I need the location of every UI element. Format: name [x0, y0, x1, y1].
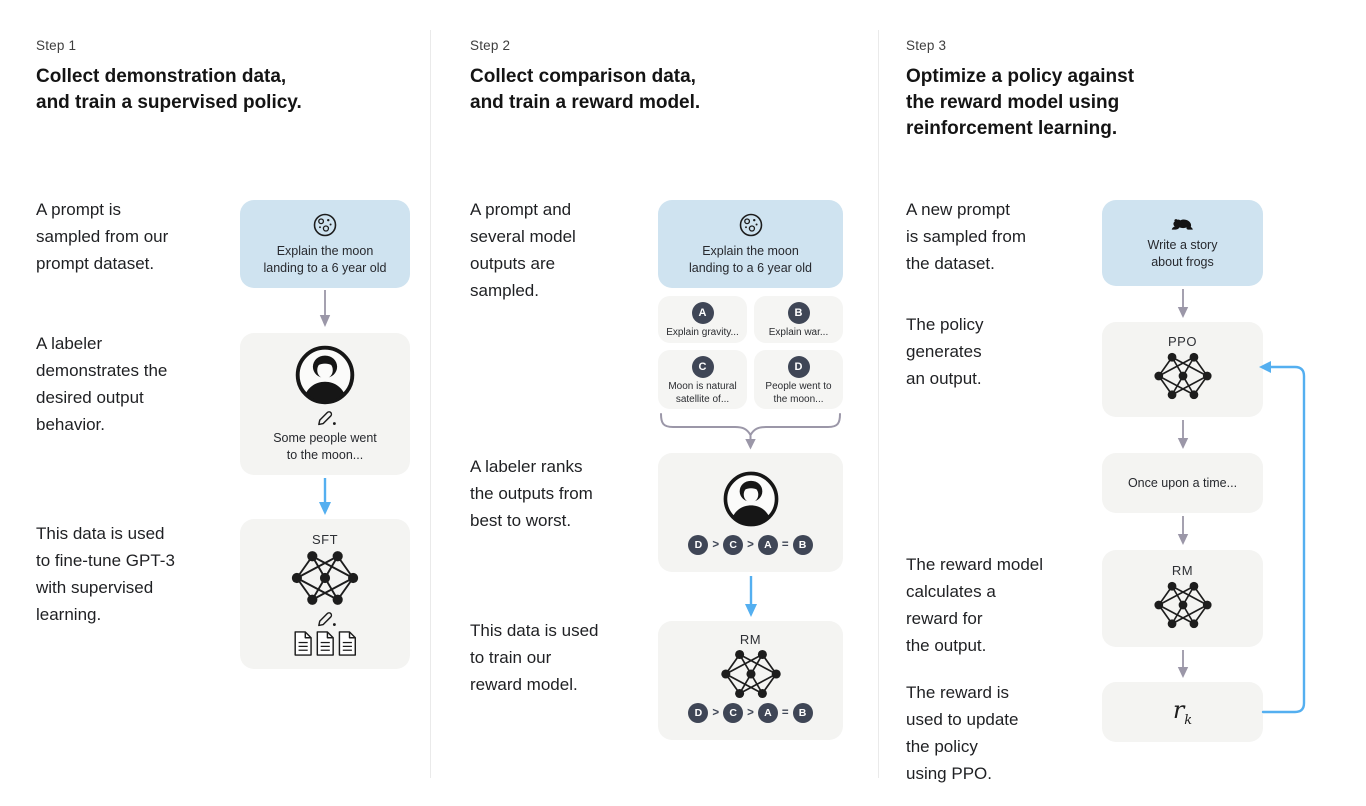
neural-network-icon — [1152, 351, 1214, 401]
step1-demonstration-text: Some people went to the moon... — [273, 431, 377, 462]
step3-reward-box: rk — [1102, 682, 1263, 742]
step3-label: Step 3 — [906, 38, 947, 53]
step2-paragraph-3: This data is used to train our reward mo… — [470, 621, 599, 694]
badge-d: D — [787, 356, 810, 378]
badge-a: A — [691, 302, 714, 324]
feedback-loop-arrow — [1259, 361, 1306, 714]
down-arrow-blue — [745, 576, 757, 617]
reward-value: rk — [1172, 696, 1193, 728]
step2-prompt-text: Explain the moon landing to a 6 year old — [688, 243, 812, 275]
rank-operator: > — [712, 707, 720, 719]
step3-ppo-box: PPO — [1102, 322, 1263, 417]
step3-paragraph-4: The reward is used to update the policy … — [906, 683, 1019, 783]
neural-network-icon — [718, 648, 784, 700]
neural-network-icon — [289, 549, 361, 607]
step3-paragraph-1: A new prompt is sampled from the dataset… — [906, 200, 1026, 273]
step3-prompt-box: Write a story about frogs — [1102, 200, 1263, 286]
step1-paragraph-3: This data is used to fine-tune GPT-3 wit… — [36, 524, 175, 624]
ranking-row: D > C > A = B — [688, 535, 813, 555]
pencil-icon — [315, 610, 336, 627]
step3-output-text: Once upon a time... — [1127, 475, 1238, 490]
rank-badge: A — [757, 535, 778, 555]
moon-icon — [312, 212, 338, 238]
step3-paragraph-3: The reward model calculates a reward for… — [906, 555, 1044, 655]
step2-title: Collect comparison data, and train a rew… — [470, 66, 701, 113]
down-arrow-gray — [1177, 420, 1189, 449]
rank-operator: > — [712, 539, 720, 551]
step2-rm-box: RM D > C > A = B — [658, 621, 843, 740]
step1-sft-box: SFT — [240, 519, 410, 669]
frog-icon — [1171, 216, 1195, 231]
column-divider — [878, 30, 879, 778]
step2-prompt-box: Explain the moon landing to a 6 year old — [658, 200, 843, 288]
step3-rm-box: RM — [1102, 550, 1263, 647]
labeler-avatar-icon — [294, 344, 356, 406]
rank-badge: C — [723, 703, 744, 723]
labeler-avatar-icon — [722, 470, 780, 528]
rank-badge: C — [723, 535, 744, 555]
down-arrow-gray — [1177, 289, 1189, 318]
rank-badge: D — [688, 703, 709, 723]
step1-label: Step 1 — [36, 38, 77, 53]
step3-paragraph-2: The policy generates an output. — [906, 315, 984, 388]
brace-arrow — [660, 413, 841, 450]
step2-paragraph-2: A labeler ranks the outputs from best to… — [470, 457, 593, 530]
step1-paragraph-1: A prompt is sampled from our prompt data… — [36, 200, 169, 273]
output-card-c: C Moon is natural satellite of... — [658, 350, 747, 409]
rank-badge: D — [688, 535, 709, 555]
rank-operator: > — [747, 707, 754, 719]
pencil-icon — [315, 409, 336, 426]
step1-prompt-box: Explain the moon landing to a 6 year old — [240, 200, 410, 288]
badge-c: C — [691, 356, 714, 378]
step2-labeler-box: D > C > A = B — [658, 453, 843, 572]
rank-operator: > — [747, 539, 754, 551]
badge-b: B — [787, 302, 810, 324]
documents-icon — [294, 631, 356, 656]
sft-label: SFT — [311, 532, 339, 547]
output-card-d: D People went to the moon... — [754, 350, 843, 409]
step1-paragraph-2: A labeler demonstrates the desired outpu… — [36, 334, 168, 434]
step1-prompt-text: Explain the moon landing to a 6 year old — [263, 243, 387, 275]
rm-label: RM — [1171, 563, 1194, 578]
rank-operator: = — [781, 707, 789, 719]
step1-labeler-box: Some people went to the moon... — [240, 333, 410, 475]
rank-operator: = — [781, 539, 789, 551]
down-arrow-blue — [319, 478, 331, 515]
step3-prompt-text: Write a story about frogs — [1147, 237, 1218, 269]
down-arrow-gray — [319, 290, 331, 327]
rank-badge: A — [757, 703, 778, 723]
ppo-label: PPO — [1168, 334, 1197, 349]
rank-badge: B — [792, 535, 813, 555]
ranking-row: D > C > A = B — [688, 703, 813, 723]
moon-icon — [738, 212, 764, 238]
step3-title: Optimize a policy against the reward mod… — [906, 66, 1135, 139]
step2-label: Step 2 — [470, 38, 511, 53]
output-card-a: A Explain gravity... — [658, 296, 747, 343]
output-card-b: B Explain war... — [754, 296, 843, 343]
rm-label: RM — [739, 632, 762, 647]
step1-title: Collect demonstration data, and train a … — [36, 66, 302, 113]
rank-badge: B — [792, 703, 813, 723]
neural-network-icon — [1152, 580, 1214, 630]
step2-paragraph-1: A prompt and several model outputs are s… — [470, 200, 576, 300]
step3-output-box: Once upon a time... — [1102, 453, 1263, 513]
down-arrow-gray — [1177, 650, 1189, 678]
down-arrow-gray — [1177, 516, 1189, 545]
column-divider — [430, 30, 431, 778]
